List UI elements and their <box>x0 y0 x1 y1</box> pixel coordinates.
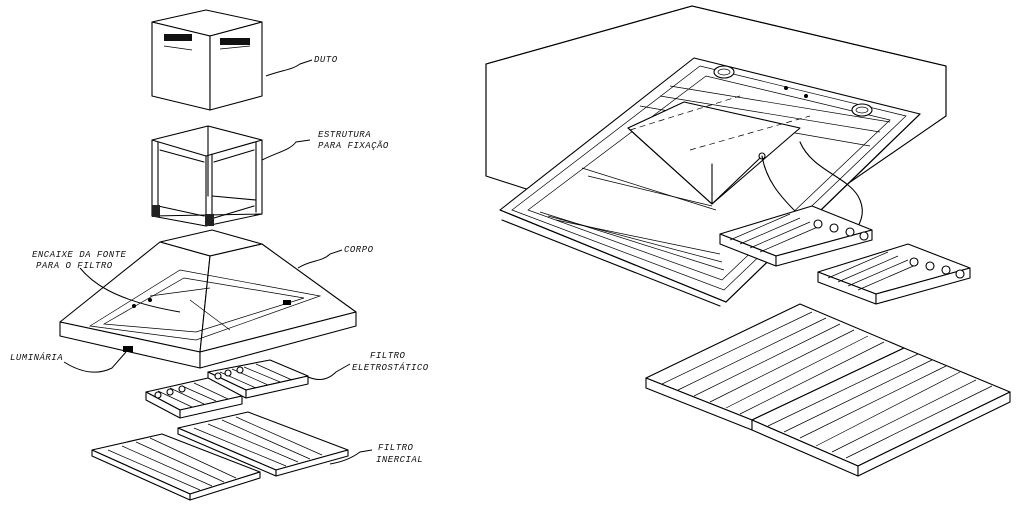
leader-encaixe <box>79 267 181 313</box>
mounting-frame <box>151 125 263 227</box>
leader-estrutura <box>261 139 311 161</box>
exploded-view: DUTO ESTRUTURA PARA FIXAÇÃO CORPO ENCAIX… <box>10 9 429 501</box>
label-filtro-inercial-1: FILTRO <box>378 443 414 453</box>
electrostatic-filters-right <box>719 205 971 305</box>
leader-filtro-inercial <box>329 449 373 465</box>
label-duto: DUTO <box>314 55 338 65</box>
leader-duto <box>265 59 313 77</box>
label-corpo: CORPO <box>344 245 374 255</box>
label-filtro-eletro-1: FILTRO <box>370 351 406 361</box>
label-luminaria: LUMINÁRIA <box>10 352 63 363</box>
duct <box>151 9 263 111</box>
inertial-filters-right <box>645 303 1011 477</box>
label-encaixe-1: ENCAIXE DA FONTE <box>32 250 127 260</box>
label-encaixe-2: PARA O FILTRO <box>36 261 113 271</box>
leader-corpo <box>297 249 343 269</box>
inertial-filters <box>91 411 349 501</box>
hood-body <box>59 229 357 369</box>
electrostatic-filters <box>145 359 309 419</box>
label-estrutura-1: ESTRUTURA <box>318 130 371 140</box>
label-estrutura-2: PARA FIXAÇÃO <box>318 140 389 151</box>
leader-luminaria <box>63 351 127 373</box>
label-filtro-eletro-2: ELETROSTÁTICO <box>352 362 429 373</box>
leader-filtro-eletro <box>305 363 351 380</box>
underside-view <box>485 5 1011 477</box>
label-filtro-inercial-2: INERCIAL <box>376 455 423 465</box>
